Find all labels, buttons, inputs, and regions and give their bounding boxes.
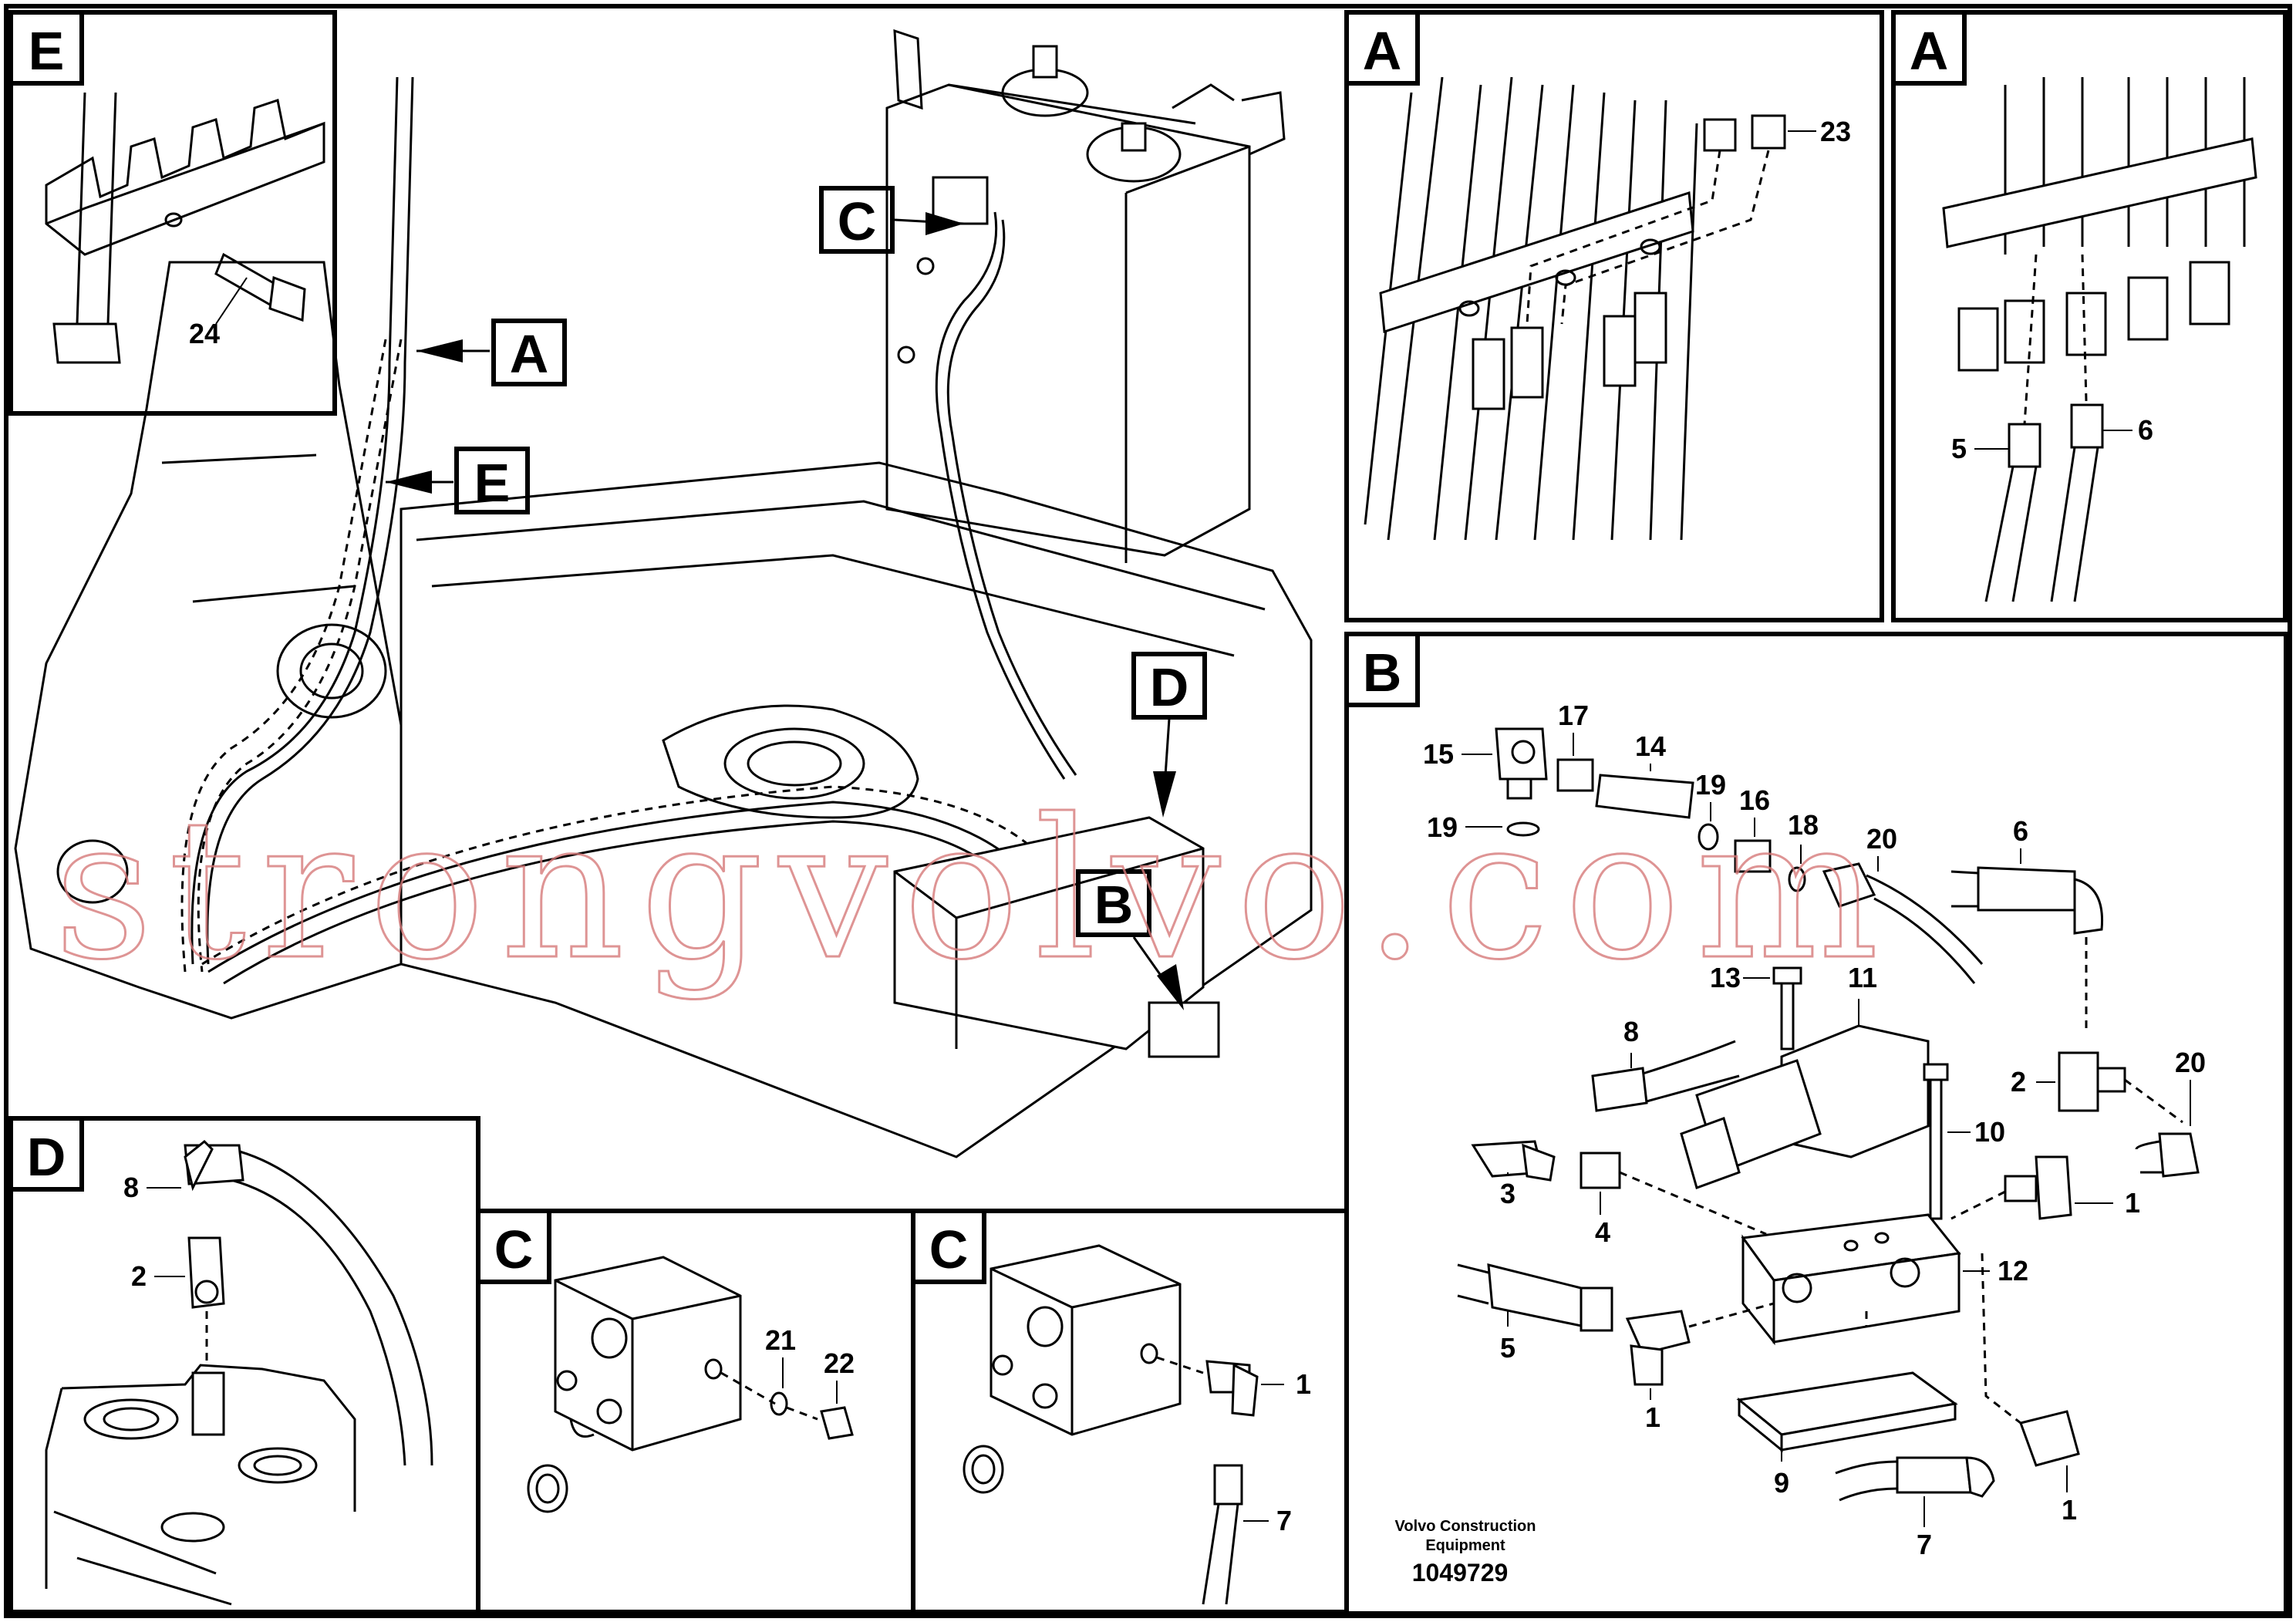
part-number-1b: 1 xyxy=(2125,1187,2140,1219)
part-number-10: 10 xyxy=(1974,1116,2005,1148)
detail-d-label: D xyxy=(27,1127,66,1187)
part-number-6b: 6 xyxy=(2013,815,2028,847)
part-number-8a: 8 xyxy=(123,1172,139,1203)
part-number-1c: 1 xyxy=(1645,1401,1660,1433)
part-number-5a: 5 xyxy=(1951,433,1967,464)
detail-a-left-label: A xyxy=(1363,21,1402,81)
part-number-17: 17 xyxy=(1558,700,1589,731)
part-number-3: 3 xyxy=(1500,1178,1515,1209)
detail-d-panel: D 8 2 xyxy=(8,1116,480,1614)
main-callout-b: B xyxy=(1094,875,1134,935)
drawing-number: 1049729 xyxy=(1412,1559,1509,1587)
part-number-8b: 8 xyxy=(1623,1016,1639,1047)
detail-b-label: B xyxy=(1363,642,1402,703)
part-number-1d: 1 xyxy=(2062,1494,2077,1526)
part-number-5b: 5 xyxy=(1500,1332,1515,1364)
main-callout-e: E xyxy=(474,453,511,513)
part-number-4: 4 xyxy=(1595,1216,1610,1248)
part-number-14: 14 xyxy=(1635,730,1666,762)
part-number-1a: 1 xyxy=(1296,1368,1311,1400)
detail-c-first-panel: C 21 22 xyxy=(476,1209,915,1614)
part-number-12: 12 xyxy=(1998,1255,2028,1286)
part-number-20a: 20 xyxy=(1866,823,1897,855)
part-number-2b: 2 xyxy=(2011,1066,2026,1098)
detail-c-first-label: C xyxy=(494,1219,534,1280)
credit-line-1: Volvo Construction xyxy=(1395,1518,1536,1535)
part-number-23: 23 xyxy=(1820,116,1851,147)
part-number-9: 9 xyxy=(1774,1467,1789,1499)
part-number-7b: 7 xyxy=(1917,1529,1932,1560)
part-number-21: 21 xyxy=(765,1324,796,1356)
part-number-15: 15 xyxy=(1423,738,1454,770)
main-callout-c: C xyxy=(838,191,877,251)
part-number-16: 16 xyxy=(1739,784,1770,816)
part-number-7a: 7 xyxy=(1276,1505,1292,1536)
part-number-2a: 2 xyxy=(131,1260,147,1292)
watermark: strongvolvo.com xyxy=(54,777,1894,1002)
detail-b-panel: B 15 19 17 14 19 16 18 20 xyxy=(1344,632,2288,1616)
part-number-18: 18 xyxy=(1788,809,1819,841)
detail-e-panel: E 24 xyxy=(8,10,337,416)
part-number-19b: 19 xyxy=(1695,769,1726,801)
part-number-24: 24 xyxy=(189,318,220,349)
part-number-6a: 6 xyxy=(2138,414,2153,446)
outer-border xyxy=(4,4,2292,1618)
detail-c-second-panel: C 1 7 xyxy=(911,1209,1349,1614)
detail-c-second-label: C xyxy=(929,1219,969,1280)
main-callout-a: A xyxy=(510,324,549,384)
main-assembly-drawing: A E C D B xyxy=(14,29,1347,1213)
part-number-22: 22 xyxy=(824,1347,855,1379)
part-number-11: 11 xyxy=(1848,962,1877,993)
detail-a-right-panel: A 5 6 xyxy=(1891,10,2288,622)
main-callout-d: D xyxy=(1150,657,1189,717)
part-number-13: 13 xyxy=(1710,962,1741,993)
detail-e-label: E xyxy=(29,21,65,81)
part-number-20b: 20 xyxy=(2175,1047,2206,1078)
part-number-19a: 19 xyxy=(1427,811,1458,843)
credit-line-2: Equipment xyxy=(1425,1537,1505,1554)
detail-a-right-label: A xyxy=(1910,21,1949,81)
detail-a-left-panel: A 23 xyxy=(1344,10,1884,622)
